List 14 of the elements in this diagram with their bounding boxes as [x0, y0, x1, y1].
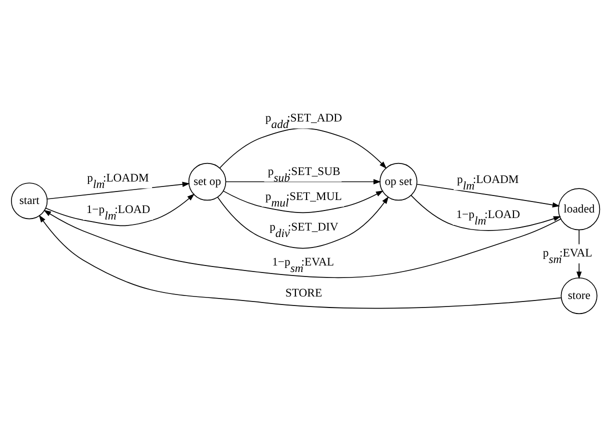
arrow: [416, 183, 560, 207]
arrow: [217, 196, 389, 248]
arrow: [220, 127, 387, 168]
arrow: [38, 214, 562, 308]
arrow: [223, 190, 384, 213]
arrow: [44, 209, 562, 278]
node-circle: start: [11, 182, 48, 219]
node-circle: store: [560, 276, 598, 314]
arrow: [45, 193, 195, 226]
arrow: [226, 178, 381, 184]
arrow: [46, 181, 190, 199]
edge-label: STORE: [285, 286, 322, 299]
node-circle: loaded: [558, 188, 600, 230]
arrow: [410, 194, 562, 230]
